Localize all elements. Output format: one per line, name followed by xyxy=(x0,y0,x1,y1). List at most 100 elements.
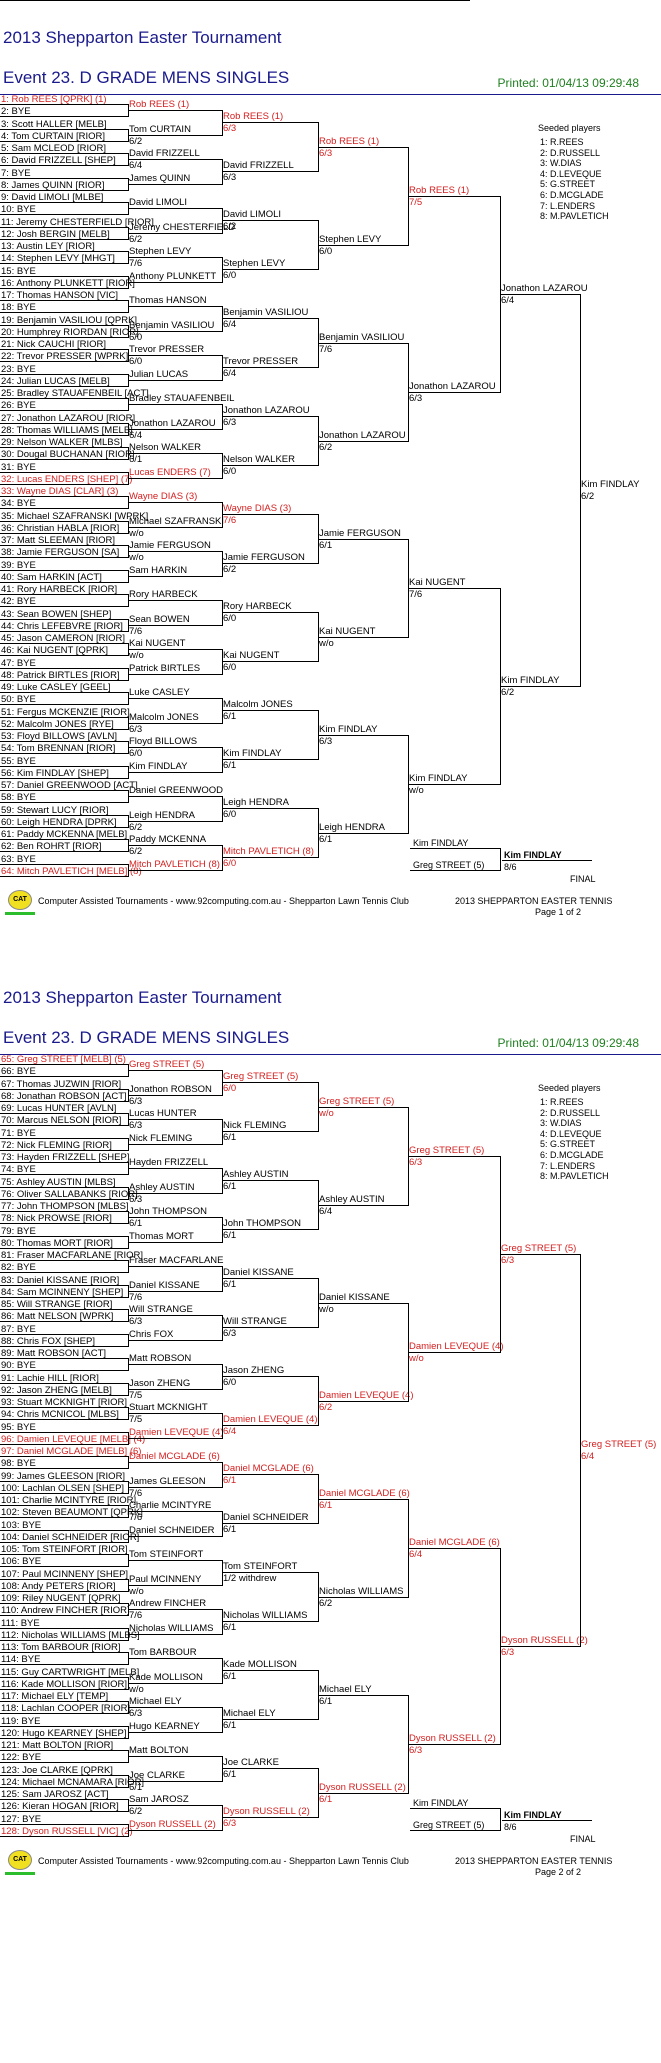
winner-name: Thomas MORT xyxy=(129,1230,194,1242)
winner-name: Rob REES (1) xyxy=(319,135,380,147)
draw-line xyxy=(0,287,128,289)
final-line-2 xyxy=(410,870,500,871)
draw-entry: 58: BYE xyxy=(1,792,36,804)
winner-name: Malcolm JONES xyxy=(129,711,199,723)
draw-line xyxy=(0,1492,128,1494)
draw-entry: 13: Austin LEY [RIOR] xyxy=(1,241,95,252)
draw-line xyxy=(0,1309,128,1310)
draw-line xyxy=(0,655,128,657)
draw-entry: 18: BYE xyxy=(1,302,36,314)
bracket-connector xyxy=(580,293,581,687)
final-winner-line xyxy=(502,1820,592,1821)
match-score: 7/6 xyxy=(319,343,333,355)
draw-line xyxy=(0,1701,128,1702)
draw-entry: 90: BYE xyxy=(1,1360,36,1372)
winner-name: Wayne DIAS (3) xyxy=(129,491,198,503)
draw-entry: 32: Lucas ENDERS [SHEP] (7) xyxy=(1,473,133,485)
draw-line xyxy=(0,263,128,265)
match-score: w/o xyxy=(409,784,424,796)
bracket-line xyxy=(128,526,222,528)
winner-name: Nelson WALKER xyxy=(129,442,201,454)
draw-line xyxy=(0,1064,128,1065)
draw-line xyxy=(0,1774,128,1776)
winner-name: Damien LEVEQUE (4) xyxy=(409,1340,504,1352)
draw-entry: 103: BYE xyxy=(1,1519,42,1531)
match-score: w/o xyxy=(319,637,334,649)
draw-entry: 21: Nick CAUCHI [RIOR] xyxy=(1,339,107,350)
bracket-line xyxy=(128,1266,222,1268)
match-score: 6/1 xyxy=(223,1671,237,1683)
draw-entry: 72: Nick FLEMING [RIOR] xyxy=(1,1139,112,1151)
winner-name: Daniel MCGLADE (6) xyxy=(129,1451,220,1463)
draw-entry: 50: BYE xyxy=(1,694,36,706)
final-winner: Kim FINDLAY xyxy=(504,850,562,860)
draw-line xyxy=(0,116,128,118)
match-score: 6/2 xyxy=(129,1806,143,1818)
match-score: 6/4 xyxy=(409,1548,423,1560)
bracket-line xyxy=(222,1817,318,1819)
draw-entry: 92: Jason ZHENG [MELB] xyxy=(1,1384,112,1396)
winner-name: Kai NUGENT xyxy=(223,650,280,662)
winner-name: Stuart MCKNIGHT xyxy=(129,1402,208,1414)
draw-line xyxy=(0,667,128,669)
match-score: 7/6 xyxy=(129,258,143,270)
bracket-line xyxy=(128,232,222,234)
match-score: 6/1 xyxy=(223,1230,237,1242)
bracket-line xyxy=(128,1584,222,1586)
draw-entry: 46: Kai NUGENT [QPRK] xyxy=(1,645,108,657)
seeded-player: 4: D.LEVEQUE xyxy=(540,1128,602,1139)
draw-line xyxy=(0,202,128,203)
bracket-line xyxy=(128,1731,222,1733)
winner-name: Bradley STAUAFENBEIL xyxy=(129,393,235,405)
match-score: 6/0 xyxy=(223,809,237,821)
draw-entry: 10: BYE xyxy=(1,204,36,216)
draw-line xyxy=(0,1786,128,1788)
draw-line xyxy=(0,790,128,791)
bracket-line xyxy=(222,1621,318,1623)
match-score: 6/0 xyxy=(223,858,237,870)
winner-name: Matt ROBSON xyxy=(129,1353,192,1365)
winner-name: Tom CURTAIN xyxy=(129,123,191,135)
match-score: 6/4 xyxy=(129,160,143,172)
bracket-line xyxy=(222,367,318,369)
final-connector xyxy=(500,848,501,871)
draw-entry: 94: Chris MCNICOL [MLBS] xyxy=(1,1409,119,1421)
match-score: 6/3 xyxy=(319,147,333,159)
draw-line xyxy=(0,716,128,718)
draw-entry: 100: Lachlan OLSEN [SHEP] xyxy=(1,1482,125,1494)
draw-line xyxy=(0,398,128,399)
final-line-1 xyxy=(410,848,500,849)
draw-entry: 27: Jonathon LAZAROU [RIOR] xyxy=(1,412,136,424)
draw-line xyxy=(0,1235,128,1237)
bracket-line xyxy=(222,612,318,614)
draw-entry: 38: Jamie FERGUSON [SA] xyxy=(1,547,120,559)
draw-line xyxy=(0,1211,128,1212)
winner-name: Stephen LEVY xyxy=(223,258,286,270)
footer-credit: Computer Assisted Tournaments - www.92co… xyxy=(38,1856,409,1866)
draw-entry: 109: Riley NUGENT [QPRK] xyxy=(1,1593,121,1604)
draw-entry: 91: Lachie HILL [RIOR] xyxy=(1,1372,99,1384)
draw-line xyxy=(0,1480,128,1482)
draw-entry: 124: Michael MCNAMARA [RIOR] xyxy=(1,1776,145,1788)
winner-name: Luke CASLEY xyxy=(129,687,190,699)
draw-line xyxy=(0,312,128,314)
bracket-line xyxy=(408,195,500,197)
draw-line xyxy=(0,214,128,216)
draw-entry: 53: Floyd BILLOWS [AVLN] xyxy=(1,731,117,742)
winner-name: Will STRANGE xyxy=(223,1316,287,1328)
winner-name: Michael ELY xyxy=(223,1708,276,1720)
winner-name: John THOMPSON xyxy=(223,1218,301,1230)
bracket-line xyxy=(222,465,318,467)
bracket-line xyxy=(408,391,500,393)
winner-name: Trevor PRESSER xyxy=(223,356,299,368)
draw-entry: 19: Benjamin VASILIOU [QPRK] xyxy=(1,314,138,326)
draw-entry: 128: Dyson RUSSELL [VIC] (2) xyxy=(1,1825,133,1837)
winner-name: Joe CLARKE xyxy=(129,1769,185,1781)
match-score: 6/3 xyxy=(129,1708,143,1720)
draw-line xyxy=(0,1823,128,1825)
match-score: 6/4 xyxy=(501,294,515,306)
winner-name: Sean BOWEN xyxy=(129,613,190,625)
winner-name: Patrick BIRTLES xyxy=(129,662,201,674)
draw-entry: 81: Fraser MACFARLANE [RIOR] xyxy=(1,1250,144,1261)
